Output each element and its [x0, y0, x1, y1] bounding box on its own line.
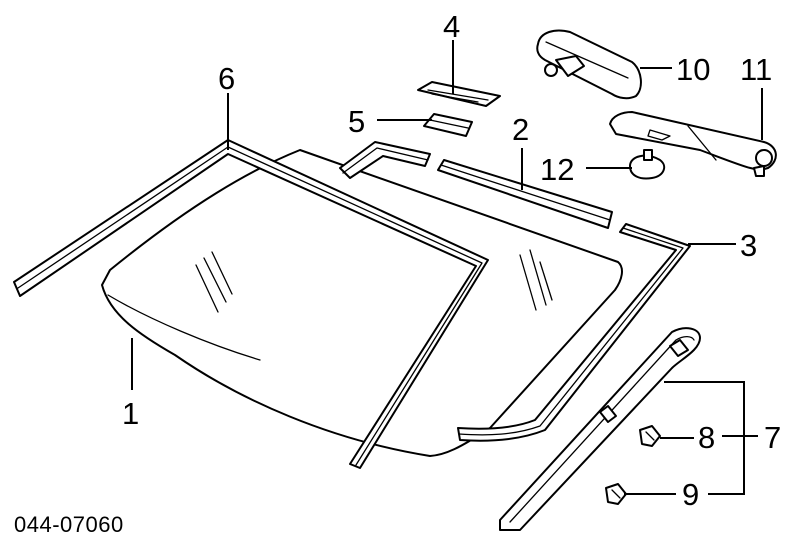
callout-4: 4	[443, 9, 460, 44]
callout-6: 6	[218, 61, 235, 96]
moulding-top-strip	[339, 141, 613, 229]
moulding-right	[457, 223, 691, 442]
windshield-glass	[101, 149, 623, 457]
sun-visor	[609, 111, 777, 177]
callout-10: 10	[676, 52, 710, 87]
callout-labels: 1 2 3 4 5 6 7 8 9 10 11 12	[122, 9, 781, 512]
clip-8	[639, 425, 661, 447]
diagram-part-number: 044-07060	[14, 512, 124, 537]
rear-view-mirror	[536, 29, 642, 100]
callout-8: 8	[698, 420, 715, 455]
callout-9: 9	[682, 477, 699, 512]
callout-3: 3	[740, 228, 757, 263]
callout-12: 12	[540, 152, 574, 187]
clip-9	[605, 483, 627, 505]
callout-11: 11	[740, 52, 772, 87]
callout-5: 5	[348, 104, 365, 139]
callout-1: 1	[122, 396, 139, 431]
mirror-bracket	[423, 113, 473, 137]
leader-lines	[131, 40, 763, 495]
callout-7: 7	[764, 420, 781, 455]
callout-2: 2	[512, 112, 529, 147]
moulding-frame-left	[13, 139, 489, 469]
pillar-garnish	[499, 327, 701, 531]
label-plate	[417, 81, 501, 107]
visor-holder	[629, 149, 666, 180]
